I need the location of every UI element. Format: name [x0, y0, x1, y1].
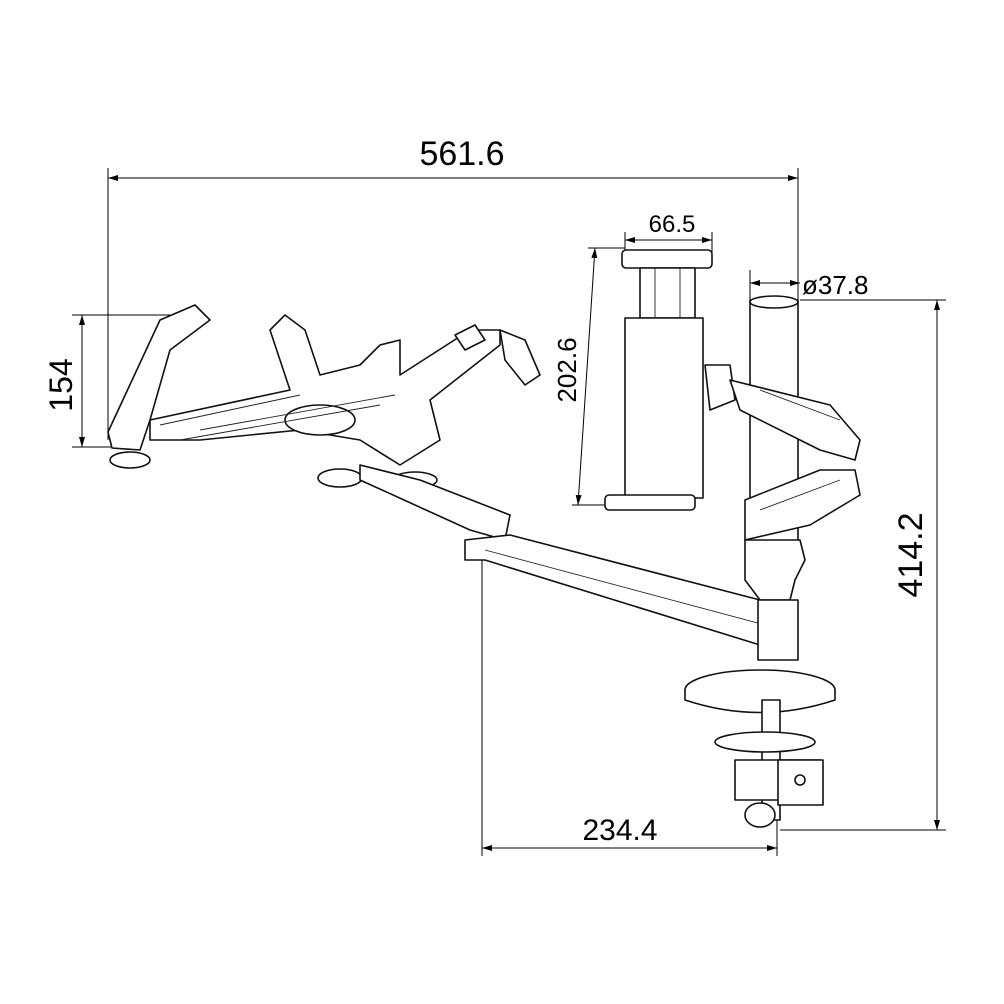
dimension-tablet-holder-width: 66.5 [624, 211, 713, 255]
dimension-arm-reach: 234.4 [481, 560, 778, 856]
label-pole-diameter: ø37.8 [802, 270, 869, 300]
dimension-laptop-tray-height: 154 [43, 314, 170, 448]
tablet-holder [604, 249, 736, 511]
desk-clamp-base [684, 669, 836, 828]
label-overall-height: 414.2 [892, 512, 930, 597]
label-laptop-tray-height: 154 [43, 358, 79, 411]
label-arm-reach: 234.4 [582, 814, 657, 847]
pole-and-arms [729, 295, 861, 661]
dimension-tablet-holder-height: 202.6 [552, 247, 625, 506]
dimension-pole-diameter: ø37.8 [749, 270, 869, 300]
dimension-overall-width: 561.6 [107, 135, 799, 440]
label-tablet-holder-width: 66.5 [649, 211, 696, 238]
label-overall-width: 561.6 [419, 135, 504, 173]
label-tablet-holder-height: 202.6 [552, 337, 582, 402]
laptop-arm [359, 464, 781, 646]
dimension-overall-height: 414.2 [780, 299, 946, 831]
laptop-tray [107, 304, 541, 489]
